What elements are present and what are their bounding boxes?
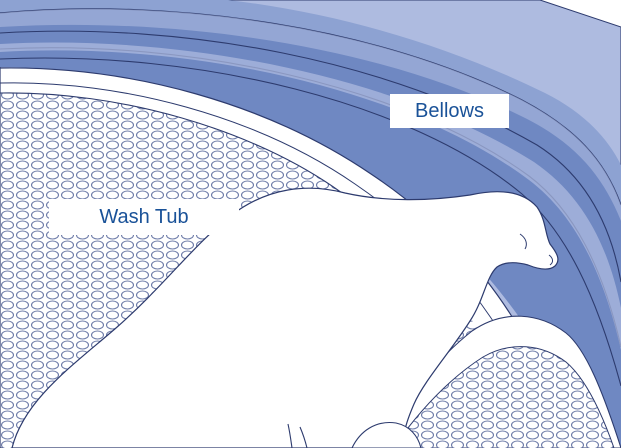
wash-tub-label: Wash Tub	[49, 199, 239, 235]
bellows-label: Bellows	[390, 94, 509, 128]
